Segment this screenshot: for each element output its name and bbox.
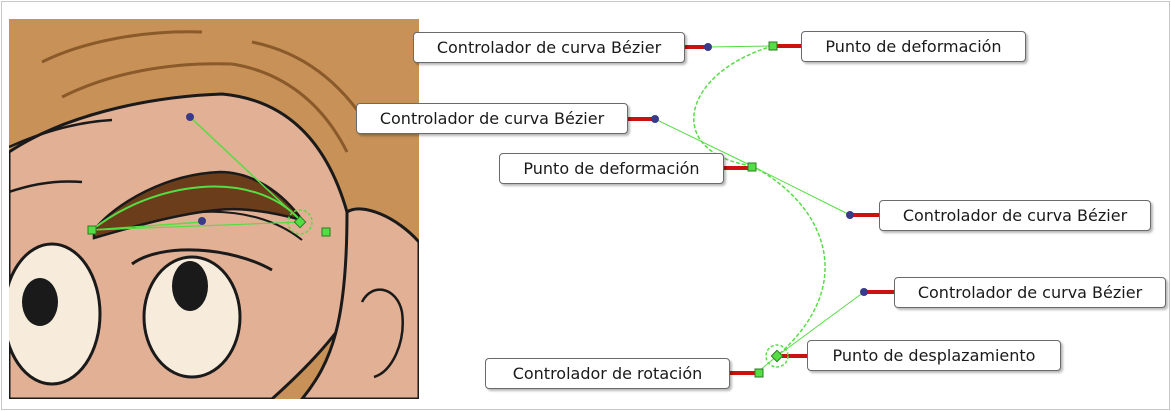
rig-rotation-ring — [287, 209, 313, 235]
rig-deform-point — [87, 225, 97, 235]
bezier-handle-point — [651, 115, 659, 123]
eyebrow-crease — [201, 210, 303, 241]
deformation-curve — [693, 45, 774, 167]
deformation-point — [768, 41, 778, 51]
rotation-handle-point — [754, 368, 764, 378]
face-line — [9, 180, 83, 194]
ear — [300, 207, 419, 399]
offset-point-ring — [765, 344, 789, 368]
rig-bezier-handle — [186, 113, 194, 121]
eyelid-line — [131, 248, 273, 272]
bezier-handle-point — [860, 288, 868, 296]
ear-inner-line — [360, 288, 404, 379]
label-offset-point: Punto de desplazamiento — [807, 340, 1061, 371]
rig-bone — [91, 221, 303, 231]
label-bezier-controller: Controlador de curva Bézier — [879, 200, 1151, 231]
label-deformation-point: Punto de deformación — [801, 31, 1026, 62]
hair-strands — [41, 30, 374, 153]
character-face-illustration — [9, 19, 419, 399]
bezier-handle-point — [704, 43, 712, 51]
deformation-point — [747, 162, 757, 172]
right-eye — [142, 255, 242, 379]
label-bezier-controller: Controlador de curva Bézier — [413, 32, 685, 63]
label-bezier-controller: Controlador de curva Bézier — [894, 277, 1166, 308]
bezier-handle-line — [751, 165, 851, 216]
left-pupil — [22, 278, 58, 326]
bezier-handle-line — [707, 45, 774, 48]
rig-bezier-handle — [198, 217, 206, 225]
rig-offset-point — [293, 215, 307, 229]
offset-point — [770, 349, 784, 363]
rig-handle-line — [91, 221, 203, 231]
deformation-chain-diagram — [627, 41, 895, 378]
right-pupil — [172, 261, 208, 311]
rig-rotation-handle — [321, 227, 331, 237]
rig-curve — [91, 185, 301, 231]
bezier-handle-point — [846, 211, 854, 219]
hairline — [9, 118, 113, 149]
bezier-handle-line — [776, 291, 865, 357]
label-bezier-controller: Controlador de curva Bézier — [356, 103, 628, 134]
deformation-curve — [751, 165, 826, 357]
label-deformation-point: Punto de deformación — [499, 153, 724, 184]
rig-handle-line — [189, 116, 301, 221]
bezier-handle-line — [654, 118, 753, 167]
label-rotation-controller: Controlador de rotación — [485, 358, 730, 389]
